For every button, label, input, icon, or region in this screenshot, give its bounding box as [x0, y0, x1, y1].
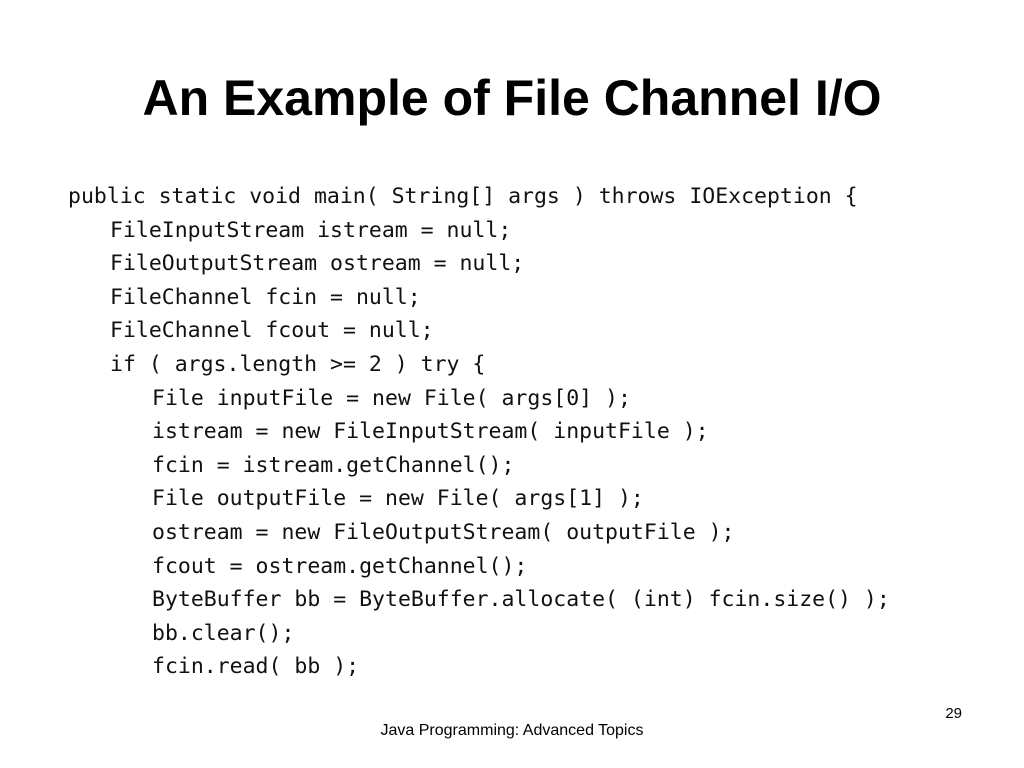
code-line: ByteBuffer bb = ByteBuffer.allocate( (in…	[152, 587, 890, 613]
code-line: if ( args.length >= 2 ) try {	[110, 351, 486, 377]
page-number: 29	[945, 705, 962, 722]
code-line: istream = new FileInputStream( inputFile…	[152, 419, 709, 445]
code-line: bb.clear();	[152, 620, 295, 646]
code-line: public static void main( String[] args )…	[68, 184, 858, 209]
code-line: fcin = istream.getChannel();	[152, 452, 515, 478]
code-line: File outputFile = new File( args[1] );	[152, 486, 644, 512]
code-line: FileOutputStream ostream = null;	[110, 251, 525, 277]
code-line: FileChannel fcout = null;	[110, 318, 434, 344]
code-line: FileChannel fcin = null;	[110, 284, 421, 310]
code-line: File inputFile = new File( args[0] );	[152, 385, 631, 411]
slide-footer: Java Programming: Advanced Topics	[380, 722, 644, 739]
code-line: fcout = ostream.getChannel();	[152, 553, 528, 579]
code-line: ostream = new FileOutputStream( outputFi…	[152, 519, 735, 545]
slide-title: An Example of File Channel I/O	[142, 70, 882, 126]
code-block: public static void main( String[] args )…	[68, 180, 890, 684]
code-line: FileInputStream istream = null;	[110, 217, 512, 243]
code-line: fcin.read( bb );	[152, 654, 360, 680]
